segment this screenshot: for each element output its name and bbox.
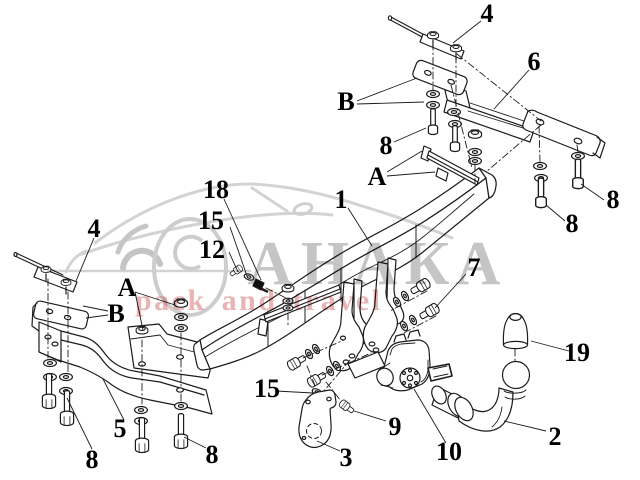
svg-text:8: 8: [86, 445, 99, 474]
svg-text:А: А: [456, 230, 501, 298]
svg-text:6: 6: [528, 47, 541, 76]
svg-text:8: 8: [206, 440, 219, 469]
svg-text:Н: Н: [301, 230, 349, 298]
svg-text:B: B: [337, 87, 354, 116]
svg-text:A: A: [368, 162, 387, 191]
svg-text:15: 15: [254, 374, 280, 403]
svg-text:4: 4: [481, 0, 494, 28]
svg-text:A: A: [118, 273, 137, 302]
svg-text:7: 7: [468, 253, 481, 282]
svg-text:8: 8: [380, 131, 393, 160]
svg-text:pack and travel: pack and travel: [135, 284, 383, 317]
svg-text:10: 10: [436, 437, 462, 466]
svg-text:5: 5: [114, 414, 127, 443]
svg-text:9: 9: [389, 412, 402, 441]
svg-text:B: B: [107, 299, 124, 328]
svg-text:А: А: [248, 230, 293, 298]
svg-text:19: 19: [564, 338, 590, 367]
svg-text:4: 4: [88, 214, 101, 243]
svg-text:8: 8: [566, 209, 579, 238]
svg-text:3: 3: [340, 443, 353, 472]
svg-text:8: 8: [607, 185, 620, 214]
svg-text:А: А: [353, 230, 398, 298]
svg-text:2: 2: [549, 422, 562, 451]
svg-text:К: К: [405, 230, 450, 298]
